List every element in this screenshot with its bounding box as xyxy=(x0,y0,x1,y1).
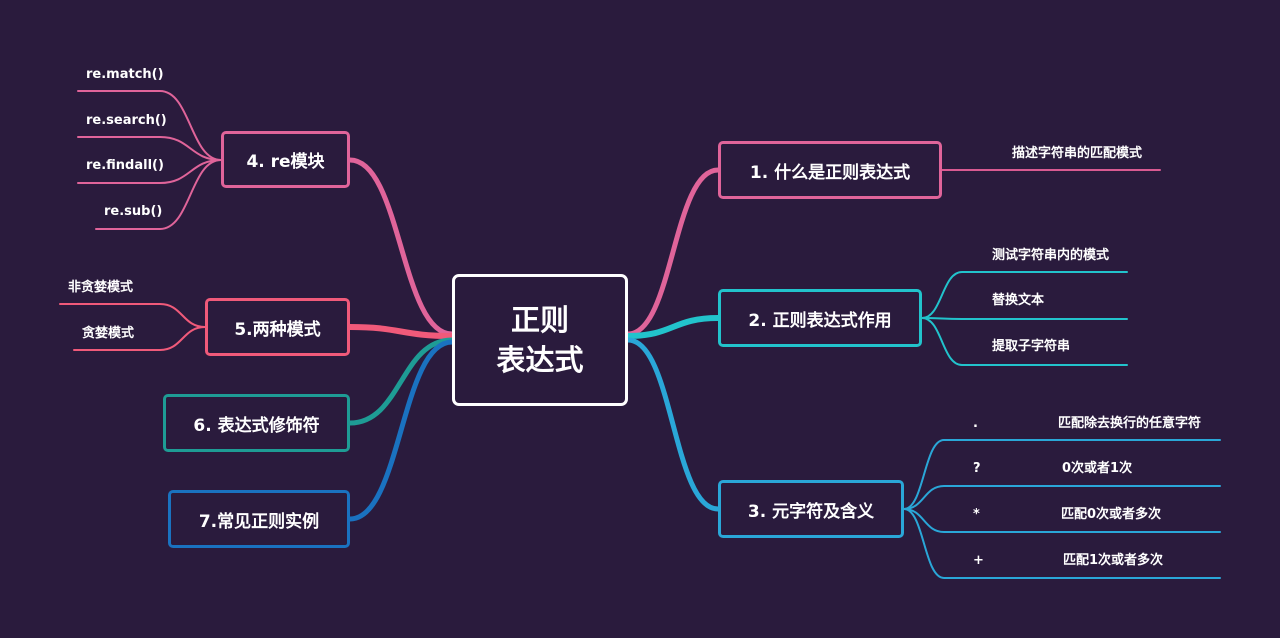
link-center-b4 xyxy=(347,157,455,337)
link-b2-leaf-0 xyxy=(921,271,1128,319)
central-topic-line-1: 正则 xyxy=(510,303,569,337)
link-center-b6 xyxy=(347,337,455,426)
leaf-re-findall[interactable]: re.findall() xyxy=(86,158,164,173)
leaf-symbol-dot[interactable]: . xyxy=(973,416,978,431)
topic-modifiers[interactable]: 6. 表达式修饰符 xyxy=(163,394,350,452)
link-b3-leaf-1 xyxy=(903,485,1221,510)
link-center-b3 xyxy=(625,337,721,512)
link-b5-leaf-1 xyxy=(73,326,206,351)
leaf-non-greedy[interactable]: 非贪婪模式 xyxy=(68,280,134,295)
leaf-symbol-plus[interactable]: + xyxy=(973,553,984,568)
link-center-b2 xyxy=(625,315,721,339)
leaf-meaning-plus[interactable]: 匹配1次或者多次 xyxy=(1063,553,1164,568)
leaf-replace-text[interactable]: 替换文本 xyxy=(992,293,1045,308)
leaf-meaning-dot[interactable]: 匹配除去换行的任意字符 xyxy=(1058,416,1202,431)
leaf-meaning-star[interactable]: 匹配0次或者多次 xyxy=(1061,507,1162,522)
central-topic-line-2: 表达式 xyxy=(496,343,584,377)
leaf-test-pattern[interactable]: 测试字符串内的模式 xyxy=(992,248,1110,263)
central-topic[interactable]: 正则 表达式 xyxy=(452,274,628,406)
leaf-symbol-star[interactable]: * xyxy=(973,507,980,522)
topic-two-modes[interactable]: 5.两种模式 xyxy=(205,298,350,356)
link-center-b1 xyxy=(625,167,721,337)
link-b4-leaf-2 xyxy=(77,159,222,184)
link-b3-leaf-0 xyxy=(903,439,1221,510)
topic-what-is-regex[interactable]: 1. 什么是正则表达式 xyxy=(718,141,942,199)
leaf-meaning-question[interactable]: 0次或者1次 xyxy=(1062,461,1133,476)
leaf-symbol-question[interactable]: ? xyxy=(973,461,981,476)
leaf-describe-pattern[interactable]: 描述字符串的匹配模式 xyxy=(1012,146,1143,161)
leaf-greedy[interactable]: 贪婪模式 xyxy=(82,326,135,341)
link-b4-leaf-1 xyxy=(77,136,222,161)
topic-re-module[interactable]: 4. re模块 xyxy=(221,131,350,188)
topic-metacharacters[interactable]: 3. 元字符及含义 xyxy=(718,480,904,538)
link-b2-leaf-2 xyxy=(921,317,1128,366)
leaf-extract-substring[interactable]: 提取子字符串 xyxy=(992,339,1071,354)
link-b4-leaf-3 xyxy=(95,159,222,230)
link-center-b7 xyxy=(347,339,455,522)
leaf-re-sub[interactable]: re.sub() xyxy=(104,204,163,219)
leaf-re-match[interactable]: re.match() xyxy=(86,67,164,82)
link-b4-leaf-0 xyxy=(77,90,222,161)
topic-common-examples[interactable]: 7.常见正则实例 xyxy=(168,490,350,548)
topic-regex-uses[interactable]: 2. 正则表达式作用 xyxy=(718,289,922,347)
link-b3-leaf-3 xyxy=(903,508,1221,579)
link-b2-leaf-1 xyxy=(921,317,1128,320)
leaf-re-search[interactable]: re.search() xyxy=(86,113,167,128)
link-b5-leaf-0 xyxy=(59,303,206,328)
link-center-b5 xyxy=(347,324,455,339)
